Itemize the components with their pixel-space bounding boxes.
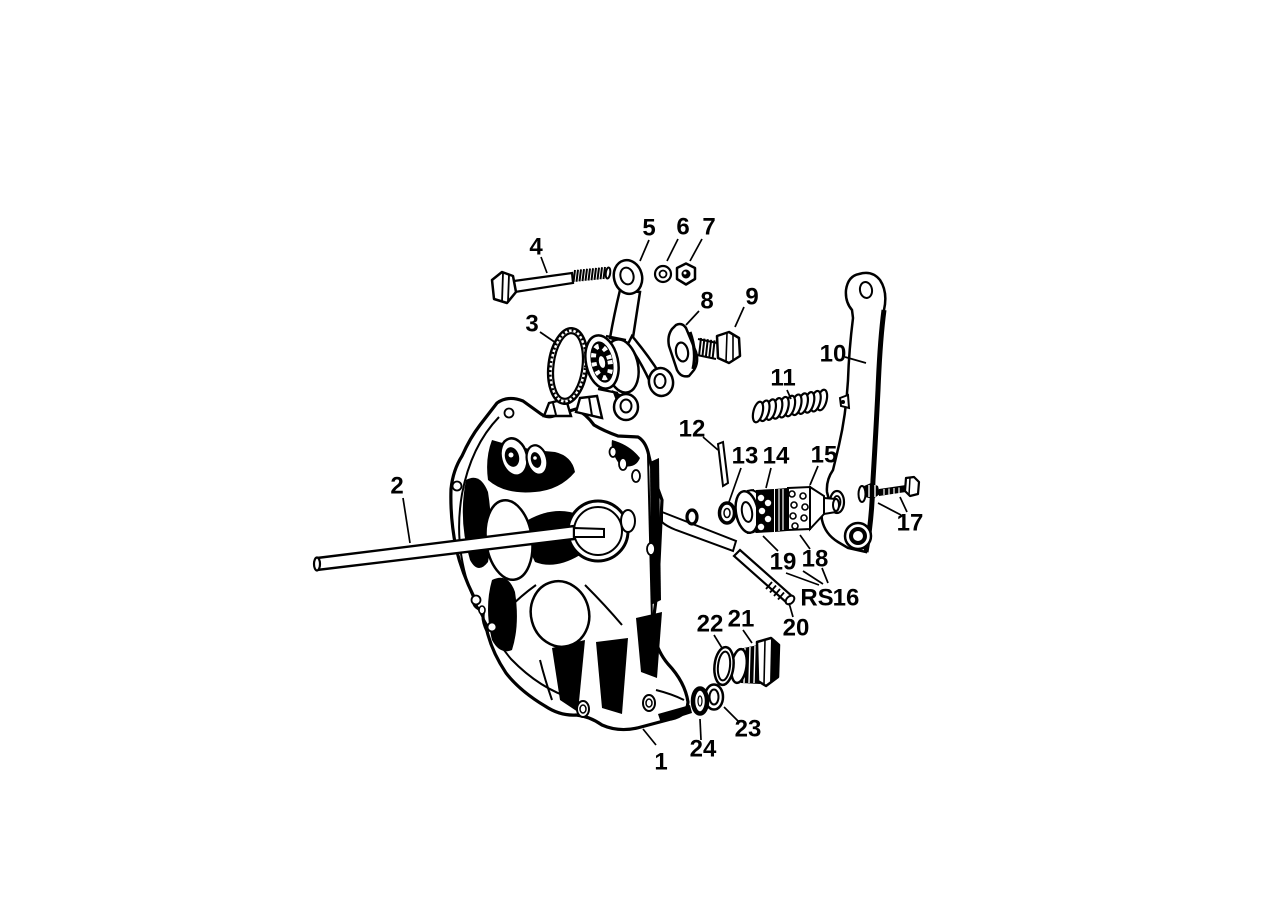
part-shift-lever — [584, 258, 675, 422]
callout-label-3: 3 — [525, 311, 538, 338]
callout-label-RS: RS — [800, 585, 833, 612]
callout-label-19: 19 — [770, 549, 797, 576]
callout-label-14: 14 — [763, 443, 790, 470]
part-serrated-ring — [546, 327, 590, 405]
part-screw-plug — [729, 636, 781, 688]
callout-label-8: 8 — [700, 288, 713, 315]
callout-label-15: 15 — [811, 442, 838, 469]
part-selector-shaft — [312, 524, 605, 572]
leader-line-19 — [762, 535, 779, 552]
leader-line-10 — [844, 356, 867, 364]
callout-label-10: 10 — [820, 341, 847, 368]
callout-label-17: 17 — [897, 510, 924, 537]
callout-label-23: 23 — [735, 716, 762, 743]
part-pin — [716, 440, 730, 488]
callout-label-12: 12 — [679, 416, 706, 443]
part-long-lever — [820, 271, 887, 554]
leader-line-RS — [802, 570, 824, 585]
part-lock-plate — [667, 322, 699, 378]
leader-line-2 — [402, 497, 411, 544]
leader-line-8 — [685, 310, 700, 326]
leader-line-21 — [742, 629, 753, 644]
leader-line-17 — [877, 502, 902, 516]
callout-label-20: 20 — [783, 615, 810, 642]
leader-line-20 — [788, 602, 794, 618]
leader-line-12 — [702, 436, 719, 451]
callout-label-11: 11 — [770, 365, 795, 392]
leader-line-5 — [639, 239, 650, 262]
leader-line-15 — [809, 465, 819, 486]
part-hex-bolt-short — [696, 330, 742, 365]
part-coil-spring — [751, 388, 829, 424]
part-hex-bolt-long — [490, 266, 612, 305]
callout-label-21: 21 — [728, 606, 755, 633]
callout-label-22: 22 — [697, 611, 724, 638]
leader-line-7 — [689, 238, 703, 262]
leader-line-4 — [540, 256, 548, 274]
callout-label-24: 24 — [690, 736, 717, 763]
part-bearing-assembly — [717, 485, 840, 535]
part-pivot-bolt — [857, 475, 921, 503]
leader-line-23 — [723, 706, 740, 723]
leader-line-22 — [713, 634, 723, 649]
leader-line-9 — [734, 306, 745, 328]
leader-line-18 — [799, 534, 811, 550]
callout-label-5: 5 — [642, 215, 655, 242]
callout-label-13: 13 — [732, 443, 759, 470]
leader-line-11 — [786, 389, 792, 400]
leader-line-24 — [699, 718, 702, 741]
callout-label-1: 1 — [654, 749, 667, 776]
leader-line-RS — [785, 572, 820, 586]
callout-label-7: 7 — [702, 214, 715, 241]
callout-label-2: 2 — [390, 473, 403, 500]
leader-line-13 — [728, 467, 742, 503]
callout-label-6: 6 — [676, 214, 689, 241]
leader-line-3 — [539, 331, 557, 344]
leader-line-1 — [642, 728, 657, 746]
part-sealing-ring-small — [690, 686, 710, 716]
callout-label-16: 16 — [833, 585, 860, 612]
callout-label-18: 18 — [802, 546, 829, 573]
part-threaded-pin — [732, 548, 796, 606]
leader-line-17 — [899, 496, 908, 513]
leader-line-6 — [666, 238, 679, 262]
part-hex-nut — [675, 262, 697, 286]
part-gearbox-housing — [449, 394, 738, 732]
callout-label-4: 4 — [529, 234, 543, 261]
part-washer — [653, 264, 673, 284]
leader-line-RS — [821, 567, 829, 584]
leader-line-14 — [765, 467, 772, 489]
callout-label-9: 9 — [745, 284, 758, 311]
part-plug-washer — [713, 645, 735, 687]
